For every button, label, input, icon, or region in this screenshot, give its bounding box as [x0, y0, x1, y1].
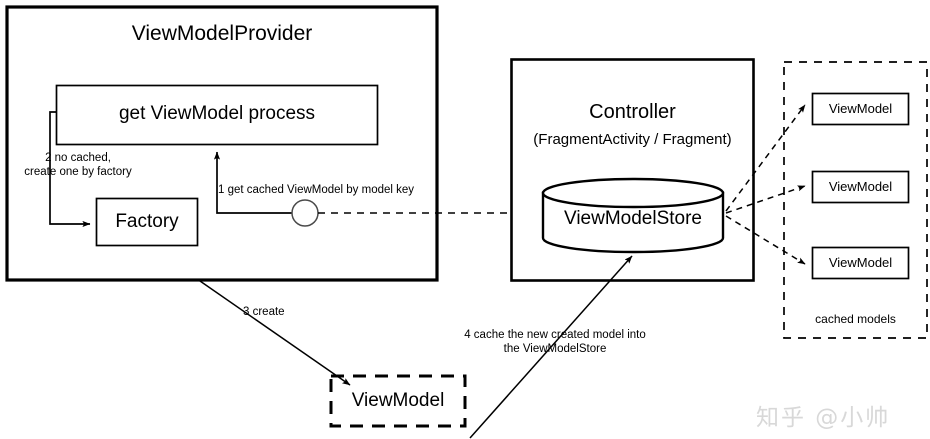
edge-get-cached-viewmodel — [213, 151, 292, 214]
viewmodelprovider-title: ViewModelProvider — [131, 22, 313, 45]
edge-create-viewmodel — [199, 280, 351, 386]
edge-store-to-cached-3 — [725, 215, 806, 265]
cached-viewmodel-label-2: ViewModel — [828, 179, 893, 194]
edge-label-step2-line2: create one by factory — [24, 166, 132, 178]
viewmodelprovider-box — [5, 5, 439, 282]
edge-label-step4-line2: the ViewModelStore — [503, 343, 607, 355]
factory-label: Factory — [115, 211, 179, 232]
get-viewmodel-process-label: get ViewModel process — [118, 103, 316, 124]
created-viewmodel-label: ViewModel — [351, 390, 445, 411]
controller-box — [510, 58, 755, 282]
edge-label-step3: 3 create — [243, 306, 285, 318]
controller-subtitle: (FragmentActivity / Fragment) — [533, 131, 732, 148]
edge-label-step4-line1: 4 cache the new created model into — [464, 329, 646, 341]
cached-models-caption: cached models — [815, 312, 896, 326]
controller-title: Controller — [589, 101, 676, 123]
edge-label-step1: 1 get cached ViewModel by model key — [218, 184, 415, 196]
cached-viewmodel-label-1: ViewModel — [828, 101, 893, 116]
watermark: 知乎 @小帅 — [756, 405, 891, 431]
edge-store-to-cached-2 — [725, 185, 806, 214]
cached-viewmodel-label-3: ViewModel — [828, 255, 893, 270]
edge-label-step2-line1: 2 no cached, — [45, 152, 111, 164]
viewmodelstore-label: ViewModelStore — [563, 208, 702, 229]
lollipop-junction-circle — [291, 199, 319, 227]
